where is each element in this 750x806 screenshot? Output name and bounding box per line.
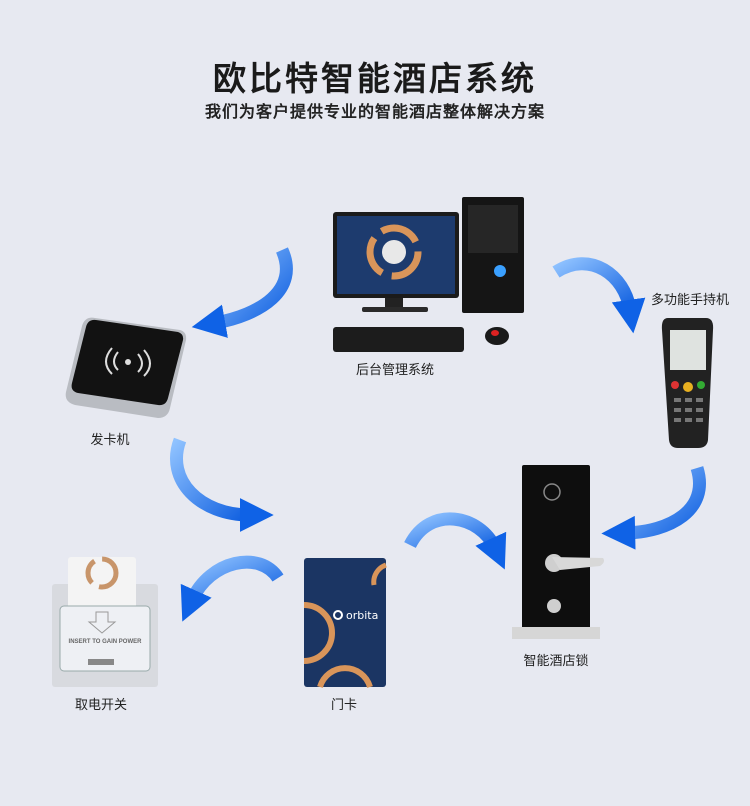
arrow-card-to-lock [404,512,507,570]
door-card: orbita [303,558,387,688]
power-switch-device: INSERT TO GAIN POWER [52,556,158,687]
arrow-issuer-to-card [170,437,274,532]
label-card-issuer: 发卡机 [90,433,130,448]
label-backend: 后台管理系统 [355,363,435,378]
page-title: 欧比特智能酒店系统 [213,59,537,98]
label-handheld: 多功能手持机 [650,293,730,308]
smart-lock [512,465,604,639]
card-brand: orbita [346,609,378,622]
card-issuer-device [65,317,187,418]
arrow-handheld-to-lock [601,466,706,550]
switch-text: INSERT TO GAIN POWER [69,639,143,645]
arrow-card-to-switch [180,555,284,622]
label-lock: 智能酒店锁 [523,654,589,669]
page-subtitle: 我们为客户提供专业的智能酒店整体解决方案 [204,102,545,121]
label-door-card: 门卡 [330,698,358,713]
label-power-switch: 取电开关 [74,698,128,713]
backend-computer [333,197,524,352]
arrow-backend-to-issuer [191,247,293,338]
handheld-terminal [661,318,714,448]
arrow-backend-to-handheld [552,257,646,334]
